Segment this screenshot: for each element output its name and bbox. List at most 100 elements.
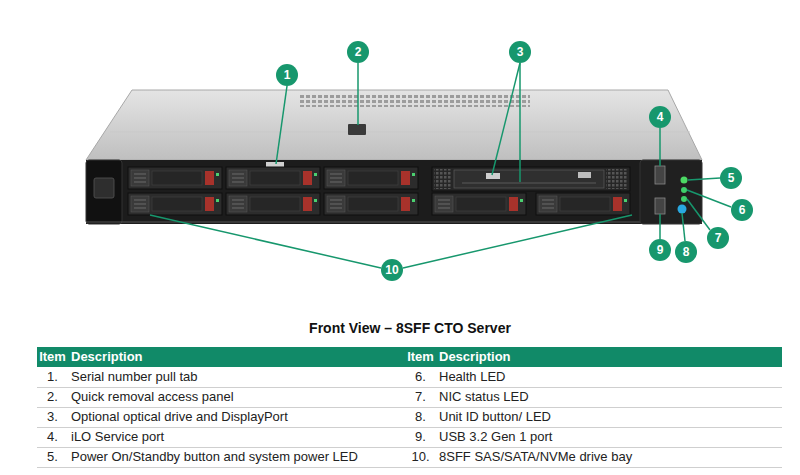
callout-number: 10 [381, 259, 403, 281]
callout-circle-shape [649, 239, 671, 261]
leader-line [357, 63, 359, 125]
diagram-title: Front View – 8SFF CTO Server [0, 320, 800, 336]
table-cell: NIC status LED [436, 387, 782, 407]
callout-node: 7 [707, 227, 729, 249]
callout-circle-shape [675, 241, 697, 263]
table-cell: Power On/Standby button and system power… [68, 447, 405, 467]
table-cell: Quick removal access panel [68, 387, 405, 407]
leader-line [687, 190, 731, 207]
leader-line [659, 214, 661, 239]
top-vents [300, 95, 530, 107]
leader-line [403, 215, 632, 268]
callout-node: 5 [720, 167, 742, 189]
leader-line [682, 213, 685, 241]
drive-bay [324, 193, 418, 215]
nic-led [681, 196, 687, 202]
row-rule [37, 447, 782, 448]
callout-number: 6 [731, 199, 753, 221]
callout-circle-shape [509, 41, 531, 63]
callout-node: 6 [731, 199, 753, 221]
callout-circle-shape [720, 167, 742, 189]
drive-bay [432, 193, 526, 215]
callout-circle-shape [276, 64, 298, 86]
callout-node: 8 [675, 241, 697, 263]
front-vents [434, 169, 452, 189]
power-led [681, 177, 688, 184]
optical-drive [454, 170, 604, 188]
drive-bay [226, 167, 320, 189]
ear-badge [94, 178, 114, 198]
access-latch [348, 124, 366, 135]
leader-line [659, 128, 661, 166]
callout-number: 8 [675, 241, 697, 263]
row-rule [37, 387, 782, 388]
table-item-number: 1. [37, 367, 68, 387]
table-item-number: 4. [37, 427, 68, 447]
table-header: Description [68, 347, 405, 367]
table-item-number: 3. [37, 407, 68, 427]
table-rules [37, 388, 782, 468]
leader-line [688, 178, 720, 180]
row-rule [37, 467, 782, 468]
front-vents [606, 169, 628, 189]
table-cell: 8SFF SAS/SATA/NVMe drive bay [436, 447, 782, 467]
table-item-number: 6. [405, 367, 436, 387]
row-rule [37, 427, 782, 428]
callout-node: 1 [276, 64, 298, 86]
table-cell: Unit ID button/ LED [436, 407, 782, 427]
drive-bay [128, 167, 222, 189]
table-item-number: 10. [405, 447, 436, 467]
leader-line [276, 86, 287, 164]
callout-number: 7 [707, 227, 729, 249]
callout-number: 1 [276, 64, 298, 86]
callout-circle-shape [707, 227, 729, 249]
leader-lines [150, 63, 731, 268]
uid-led [678, 205, 687, 214]
table-item-number: 7. [405, 387, 436, 407]
drive-bay [226, 193, 320, 215]
table-header: Item [405, 347, 436, 367]
callout-number: 4 [649, 106, 671, 128]
left-ear [86, 160, 122, 224]
table-cell: USB 3.2 Gen 1 port [436, 427, 782, 447]
ilo-port [655, 166, 665, 184]
table-item-number: 9. [405, 427, 436, 447]
callout-circle-shape [731, 199, 753, 221]
leader-line [519, 63, 521, 182]
callout-node: 10 [381, 259, 403, 281]
health-led [681, 187, 687, 193]
serial-tab [266, 162, 284, 167]
callout-node: 3 [509, 41, 531, 63]
table-cell: Optional optical drive and DisplayPort [68, 407, 405, 427]
table-cell: Health LED [436, 367, 782, 387]
leader-line [687, 199, 710, 230]
front-usb [578, 172, 591, 178]
callout-node: 4 [649, 106, 671, 128]
callout-node: 2 [347, 41, 369, 63]
table-item-number: 8. [405, 407, 436, 427]
cover-seam [110, 132, 690, 133]
callout-circle-shape [649, 106, 671, 128]
drive-bay [536, 193, 630, 215]
table-cell: Serial number pull tab [68, 367, 405, 387]
callout-number: 3 [509, 41, 531, 63]
leader-line [150, 215, 381, 268]
table-item-number: 5. [37, 447, 68, 467]
usb-port [655, 198, 665, 214]
table-header: Item [37, 347, 68, 367]
drive-bay [128, 193, 222, 215]
front-panel [86, 160, 702, 224]
optical-slot [462, 183, 596, 184]
callout-circle-shape [381, 259, 403, 281]
callout-circle-shape [347, 41, 369, 63]
callout-number: 2 [347, 41, 369, 63]
table-header: Description [436, 347, 782, 367]
callout-number: 9 [649, 239, 671, 261]
table-item-number: 2. [37, 387, 68, 407]
drive-bay [324, 167, 418, 189]
table-cell: iLO Service port [68, 427, 405, 447]
callout-node: 9 [649, 239, 671, 261]
row-rule [37, 407, 782, 408]
leader-line [492, 63, 520, 175]
